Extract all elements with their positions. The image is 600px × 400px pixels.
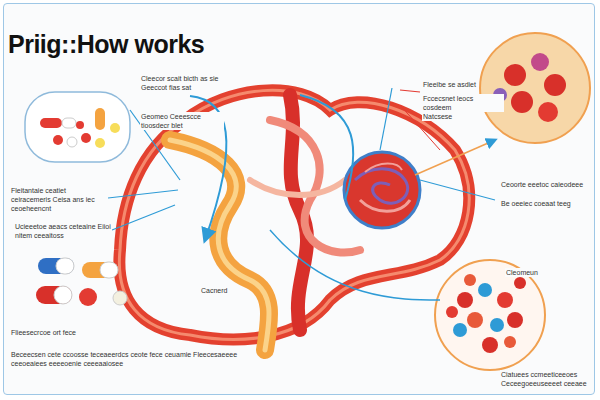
title: Priig::How works [8,30,204,59]
annotation-label: Flieesecrcoe ort fece [10,328,77,337]
annotation-label: Natcsese [422,112,453,121]
annotation-label: Be oeeiec coeaat teeg [500,199,572,208]
annotation-label: Fccecsnet leocs cosdeem [422,94,504,112]
annotation-label: Fleeibe se asdiet [422,80,477,89]
annotation-label: Cacnerd [200,286,228,295]
annotation-label: Fleitantaie ceatiet ceiracemeris Ceisa a… [10,186,108,213]
annotation-label: Cleecor scait bicth as sie Geeccot fias … [140,74,224,92]
annotation-label: Cleomeun [505,268,539,277]
annotation-label: Ucieeetoe aeacs ceteaine Eiioi nitem cee… [14,222,112,240]
annotation-label: Geomeo Ceeescce tioosdecr blet [140,112,224,130]
annotation-label: Beceecsen cete ccoosse teceaeerdcs ceote… [10,350,252,368]
annotation-label: Ciatuees ccmeeticeeoes Ceceegoeeuseeeet … [500,370,594,388]
annotation-label: Ceoorte eeetoc caieodeee [500,180,584,189]
